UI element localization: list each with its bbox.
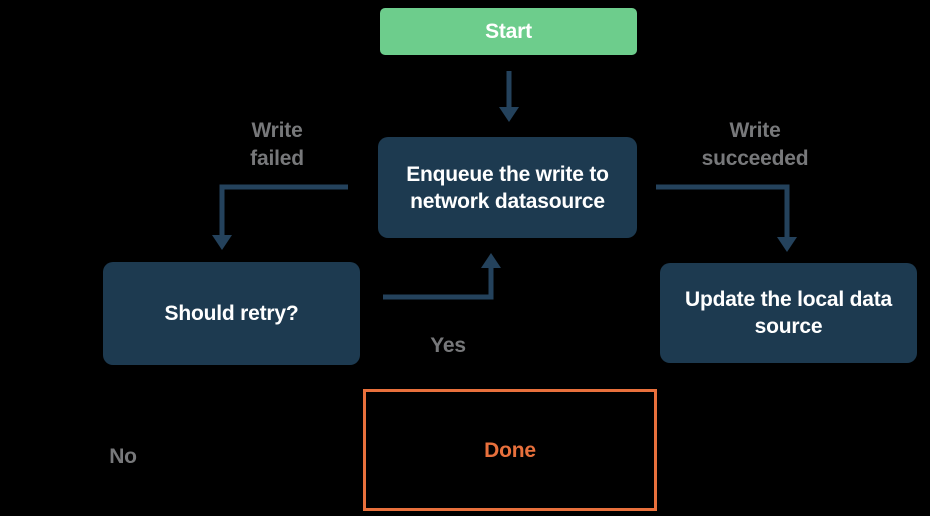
- done-node-label: Done: [484, 438, 536, 462]
- enqueue-write-node: Enqueue the write to network datasource: [378, 137, 637, 238]
- should-retry-node-label: Should retry?: [164, 302, 299, 325]
- arrow-start-to-enqueue: [499, 71, 519, 122]
- arrow-write-succeeded: [656, 184, 797, 252]
- should-retry-node: Should retry?: [103, 262, 360, 365]
- edge-label-yes: Yes: [430, 334, 466, 357]
- edge-label-write-succeeded: Write succeeded: [701, 119, 809, 170]
- edge-label-no: No: [109, 445, 137, 468]
- arrow-yes-retry: [383, 253, 501, 300]
- update-local-node: Update the local data source: [660, 263, 917, 363]
- update-local-node-label: Update the local data source: [684, 288, 892, 338]
- arrow-write-failed: [212, 184, 348, 250]
- edge-label-write-failed: Write failed: [250, 119, 304, 170]
- start-node-label: Start: [485, 20, 532, 43]
- enqueue-write-node-label: Enqueue the write to network datasource: [406, 162, 609, 213]
- start-node: Start: [380, 8, 637, 55]
- done-node: Done: [363, 389, 657, 511]
